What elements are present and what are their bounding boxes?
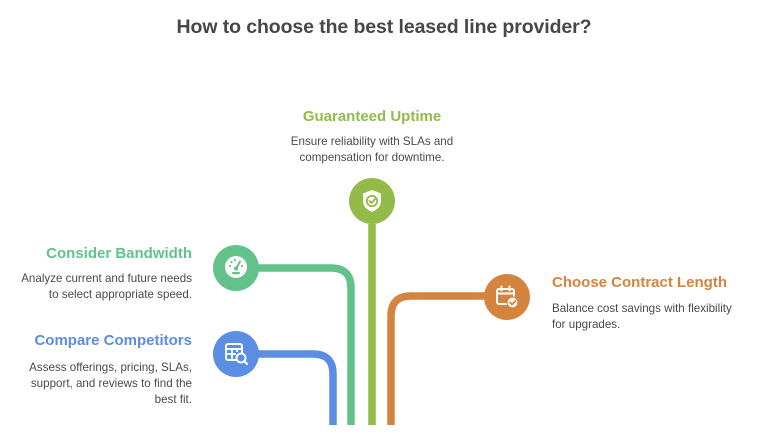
speedometer-icon [225, 256, 247, 278]
uptime-heading: Guaranteed Uptime [302, 108, 442, 125]
bandwidth-connector [258, 264, 355, 425]
calendar-check-icon [496, 285, 519, 309]
contract-heading: Choose Contract Length [552, 274, 727, 291]
competitors-heading: Compare Competitors [34, 332, 192, 349]
competitors-node [213, 331, 259, 377]
bandwidth-desc-line: Analyze current and future needs [21, 272, 192, 285]
shield-check-icon [363, 190, 381, 212]
uptime-desc-line: compensation for downtime. [299, 151, 445, 164]
contract-connector [387, 292, 486, 425]
uptime-description: Ensure reliability with SLAs and compens… [262, 134, 482, 166]
contract-desc-line: Balance cost savings with flexibility [552, 302, 732, 315]
page-title: How to choose the best leased line provi… [176, 16, 592, 38]
competitors-desc-line: support, and reviews to find the [30, 377, 192, 390]
uptime-node [349, 178, 395, 224]
competitors-desc-line: Assess offerings, pricing, SLAs, [29, 361, 192, 374]
bandwidth-heading: Consider Bandwidth [46, 245, 192, 262]
contract-description: Balance cost savings with flexibility fo… [552, 301, 762, 333]
contract-desc-line: for upgrades. [552, 318, 621, 331]
bandwidth-desc-line: to select appropriate speed. [48, 288, 192, 301]
uptime-desc-line: Ensure reliability with SLAs and [290, 135, 454, 148]
competitors-desc-line: best fit. [154, 393, 192, 406]
bandwidth-node [213, 245, 259, 291]
table-search-icon [225, 343, 249, 366]
contract-node [484, 274, 530, 320]
competitors-connector [258, 350, 337, 425]
bandwidth-description: Analyze current and future needs to sele… [0, 271, 192, 303]
competitors-description: Assess offerings, pricing, SLAs, support… [0, 360, 192, 408]
